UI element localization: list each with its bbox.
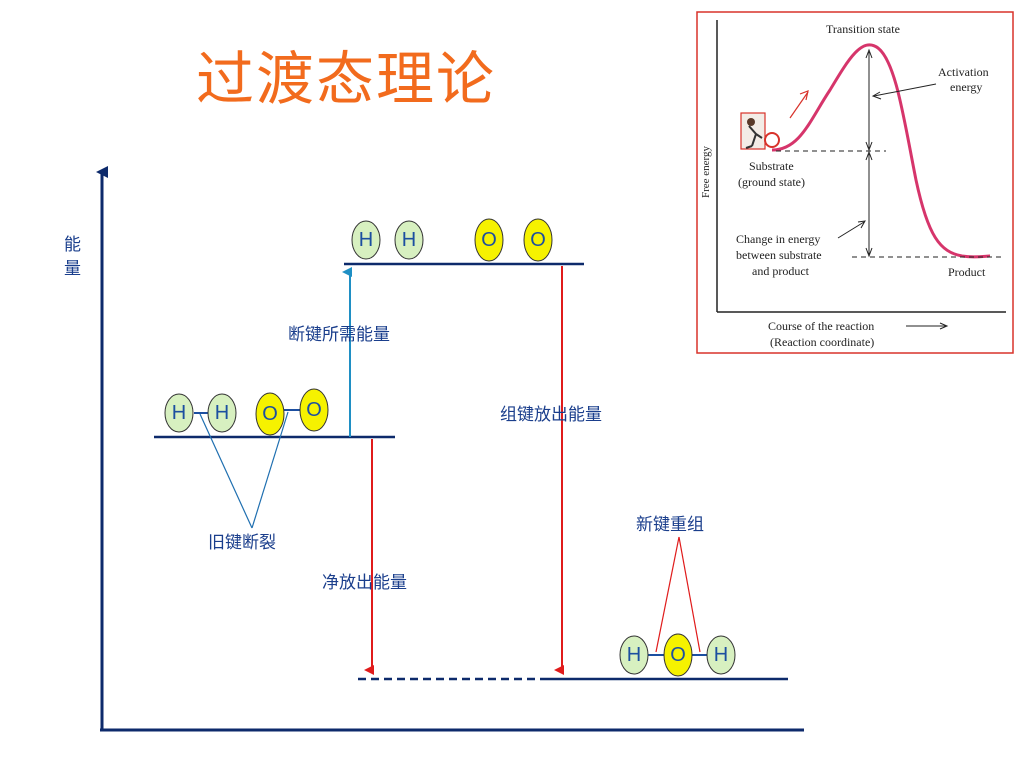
y-axis-label-1: 能 — [64, 235, 81, 255]
form-energy-label: 组键放出能量 — [500, 405, 602, 425]
x-axis-label-2: (Reaction coordinate) — [770, 335, 874, 349]
new-bond-pointer-2 — [678, 536, 701, 653]
activation-label-1: Activation — [938, 65, 989, 79]
product-h-atom-1: H — [619, 635, 649, 675]
product-o-atom: O — [663, 633, 693, 677]
x-axis-label-1: Course of the reaction — [768, 319, 874, 333]
activation-label-2: energy — [950, 80, 982, 94]
net-release-label: 净放出能量 — [322, 573, 407, 593]
substrate-label-2: (ground state) — [738, 175, 805, 189]
svg-text:H: H — [402, 229, 416, 251]
reactant-h-atom-1: H — [164, 393, 194, 433]
new-bond-pointer-1 — [655, 536, 680, 653]
reactant-o-atom-1: O — [255, 392, 285, 436]
slide-title: 过渡态理论 — [196, 45, 497, 113]
old-bond-break-label: 旧键断裂 — [208, 533, 276, 553]
svg-text:H: H — [714, 644, 728, 666]
activation-pointer — [873, 83, 937, 97]
change-label-3: and product — [752, 264, 810, 278]
svg-text:O: O — [530, 229, 546, 251]
inset-y-axis-label: Free energy — [700, 145, 712, 198]
svg-text:O: O — [481, 229, 497, 251]
y-axis-label-2: 量 — [64, 259, 81, 279]
push-arrow — [789, 91, 809, 119]
separated-h-atom-1: H — [351, 220, 381, 260]
reactant-h-atom-2: H — [207, 393, 237, 433]
svg-text:H: H — [215, 402, 229, 424]
old-bond-pointer-1 — [199, 413, 253, 529]
svg-text:H: H — [627, 644, 641, 666]
transition-state-label: Transition state — [826, 22, 900, 36]
separated-h-atom-2: H — [394, 220, 424, 260]
change-label-2: between substrate — [736, 248, 822, 262]
new-bond-form-label: 新键重组 — [636, 515, 704, 535]
break-energy-label: 断键所需能量 — [288, 325, 390, 345]
svg-text:O: O — [306, 399, 322, 421]
svg-text:O: O — [262, 403, 278, 425]
change-label-1: Change in energy — [736, 232, 820, 246]
product-h-atom-2: H — [706, 635, 736, 675]
svg-text:H: H — [172, 402, 186, 424]
svg-text:H: H — [359, 229, 373, 251]
svg-text:O: O — [670, 644, 686, 666]
product-label: Product — [948, 265, 986, 279]
change-pointer — [837, 221, 865, 239]
transition-state-inset: Free energy Transition state Activati — [696, 11, 1014, 354]
separated-o-atom-2: O — [523, 218, 553, 262]
old-bond-pointer-2 — [251, 411, 289, 529]
energy-curve — [771, 43, 991, 259]
substrate-label-1: Substrate — [749, 159, 794, 173]
separated-o-atom-1: O — [474, 218, 504, 262]
person-pushing-ball-icon — [740, 112, 780, 150]
reactant-o-atom-2: O — [299, 388, 329, 432]
